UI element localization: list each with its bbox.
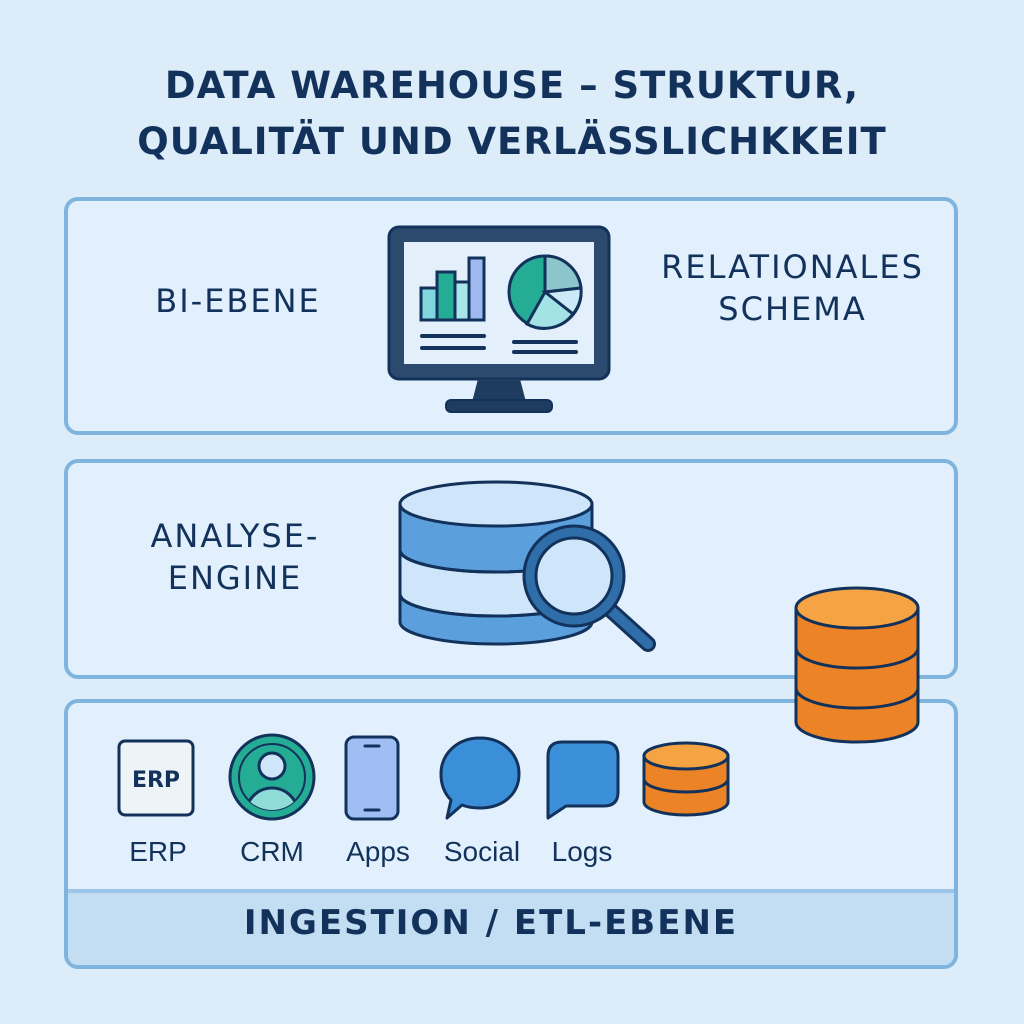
bar-chart-glyph	[419, 256, 486, 322]
database-orange-large-icon	[794, 586, 920, 744]
page-title: DATA WAREHOUSE – STRUKTUR, QUALITÄT UND …	[0, 58, 1024, 170]
source-label-crm: CRM	[240, 836, 304, 867]
database-orange-icon	[642, 741, 730, 817]
ingestion-layer-panel: INGESTION / ETL-EBENE	[64, 699, 958, 969]
source-social	[430, 736, 530, 822]
schema-line-1: RELATIONALES	[661, 248, 924, 286]
ingestion-title: INGESTION / ETL-EBENE	[243, 903, 739, 943]
source-apps	[322, 735, 422, 822]
source-label-erp: ERP	[129, 836, 187, 867]
source-label-apps: Apps	[346, 836, 410, 867]
message-square-icon	[546, 740, 620, 820]
magnifier-glyph	[522, 524, 656, 652]
analyse-line-2: ENGINE	[167, 559, 303, 597]
analyse-line-1: ANALYSE-	[150, 517, 320, 555]
source-logs	[532, 738, 632, 822]
erp-icon-text: ERP	[132, 768, 180, 793]
pie-chart-glyph	[507, 254, 583, 330]
schema-line-2: SCHEMA	[718, 290, 867, 328]
title-line-2: QUALITÄT UND VERLÄSSLICHKKEIT	[137, 120, 887, 163]
relational-schema-label: RELATIONALES SCHEMA	[640, 246, 945, 330]
source-erp: ERP	[106, 738, 206, 818]
analyse-engine-label: ANALYSE- ENGINE	[120, 515, 350, 599]
user-circle-icon	[228, 733, 316, 821]
ingestion-footer: INGESTION / ETL-EBENE	[68, 889, 954, 965]
source-label-logs: Logs	[551, 836, 613, 867]
title-line-1: DATA WAREHOUSE – STRUKTUR,	[164, 64, 860, 107]
database-search-icon	[398, 480, 656, 652]
source-label-social: Social	[443, 836, 521, 867]
erp-box-icon: ERP	[117, 739, 195, 817]
smartphone-icon	[344, 735, 400, 821]
source-crm	[222, 733, 322, 822]
speech-bubble-icon	[439, 736, 521, 820]
bi-layer-label: BI-EBENE	[155, 282, 321, 320]
monitor-dashboard-icon	[387, 225, 611, 413]
